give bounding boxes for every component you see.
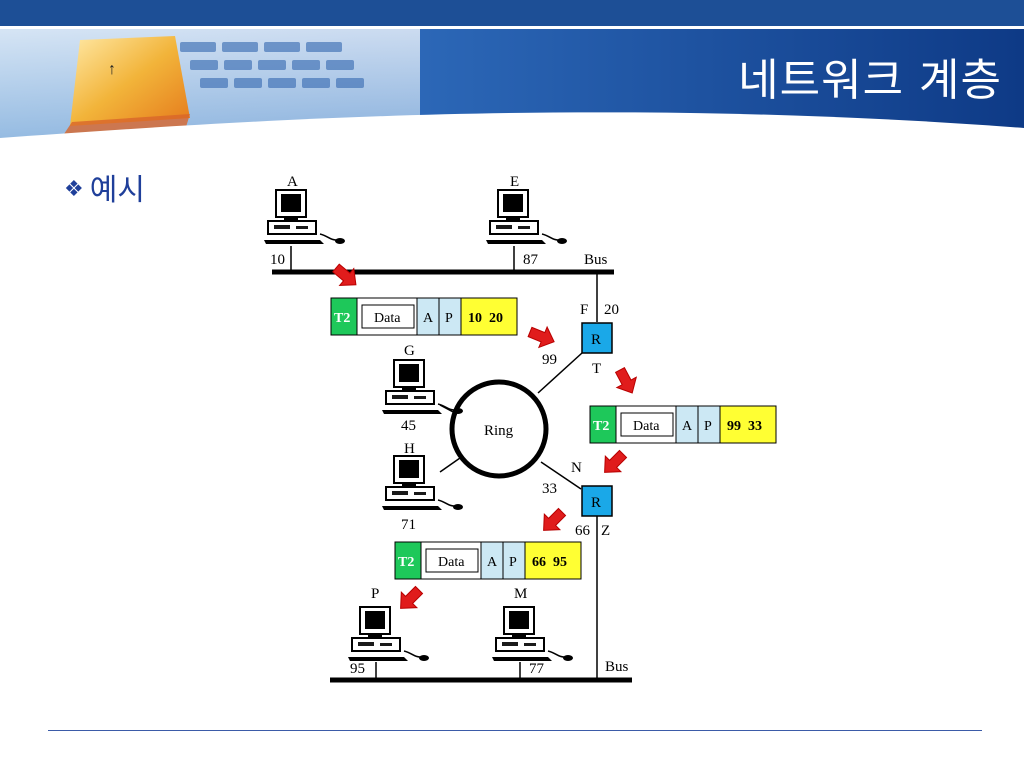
frame-3: T2 Data A P 66 95 xyxy=(394,541,582,580)
router2-name-bus: Z xyxy=(601,523,610,539)
bullet-item: ❖예시 xyxy=(64,165,145,209)
frame-3-a: A xyxy=(487,555,498,570)
router1-symbol: R xyxy=(591,332,601,348)
host-h-address: 71 xyxy=(401,517,416,533)
host-m-label: M xyxy=(514,586,527,602)
red-arrow-icon xyxy=(328,259,364,294)
diamond-bullet-icon: ❖ xyxy=(64,177,84,202)
ring-network xyxy=(449,379,549,479)
red-arrow-icon xyxy=(525,321,559,353)
host-a: A 10 xyxy=(263,174,346,272)
frame-1-addresses: 10 20 xyxy=(468,311,503,326)
red-arrow-icon xyxy=(392,581,428,617)
frame-3-trailer: T2 xyxy=(398,555,414,570)
frame-2-data: Data xyxy=(633,419,660,434)
frame-3-addresses: 66 95 xyxy=(532,555,567,570)
top-bus-label: Bus xyxy=(584,252,608,268)
host-m: M 77 xyxy=(491,586,574,680)
router2-name-ring: N xyxy=(571,460,582,476)
host-e-label: E xyxy=(510,174,519,190)
host-e: E 87 xyxy=(485,174,568,272)
red-arrow-icon xyxy=(535,503,571,539)
router2-symbol: R xyxy=(591,495,601,511)
frame-1-p: P xyxy=(445,311,453,326)
frame-1-data: Data xyxy=(374,311,401,326)
frame-2-a: A xyxy=(682,419,693,434)
host-g-label: G xyxy=(404,343,415,359)
frame-2-p: P xyxy=(704,419,712,434)
slide-title: 네트워크 계층 xyxy=(738,55,1002,106)
host-a-label: A xyxy=(287,174,298,190)
frame-1-a: A xyxy=(423,311,434,326)
router1-addr-top: 20 xyxy=(604,302,619,318)
host-g-address: 45 xyxy=(401,418,416,434)
host-m-address: 77 xyxy=(529,661,545,677)
host-p-label: P xyxy=(371,586,379,602)
frame-2: T2 Data A P 99 33 xyxy=(589,405,777,444)
host-h-label: H xyxy=(404,441,415,457)
router1-addr-ring: 99 xyxy=(542,352,557,368)
host-a-address: 10 xyxy=(270,252,285,268)
slide-header-banner: ↑ xyxy=(0,0,1024,150)
host-p: P 95 xyxy=(347,586,430,680)
host-p-address: 95 xyxy=(350,661,365,677)
frame-2-trailer: T2 xyxy=(593,419,609,434)
router2-addr-bus: 66 xyxy=(575,523,591,539)
frame-3-p: P xyxy=(509,555,517,570)
router-2: R xyxy=(581,485,613,517)
router1-name: F xyxy=(580,302,588,318)
frame-1-trailer: T2 xyxy=(334,311,350,326)
frame-2-addresses: 99 33 xyxy=(727,419,762,434)
host-h: H 71 xyxy=(381,441,464,533)
router2-addr-ring: 33 xyxy=(542,481,557,497)
host-g: G 45 xyxy=(381,343,464,434)
red-arrow-icon xyxy=(609,364,643,399)
router-1: R xyxy=(581,322,613,354)
red-arrow-icon xyxy=(596,445,632,481)
svg-text:↑: ↑ xyxy=(108,61,116,78)
router1-name-right: T xyxy=(592,361,601,377)
bottom-bus-label: Bus xyxy=(605,659,629,675)
footer-divider xyxy=(48,730,982,731)
frame-1: T2 Data A P 10 20 xyxy=(330,297,518,336)
ring-label: Ring xyxy=(484,423,514,439)
host-e-address: 87 xyxy=(523,252,539,268)
frame-3-data: Data xyxy=(438,555,465,570)
bullet-text: 예시 xyxy=(89,173,145,208)
